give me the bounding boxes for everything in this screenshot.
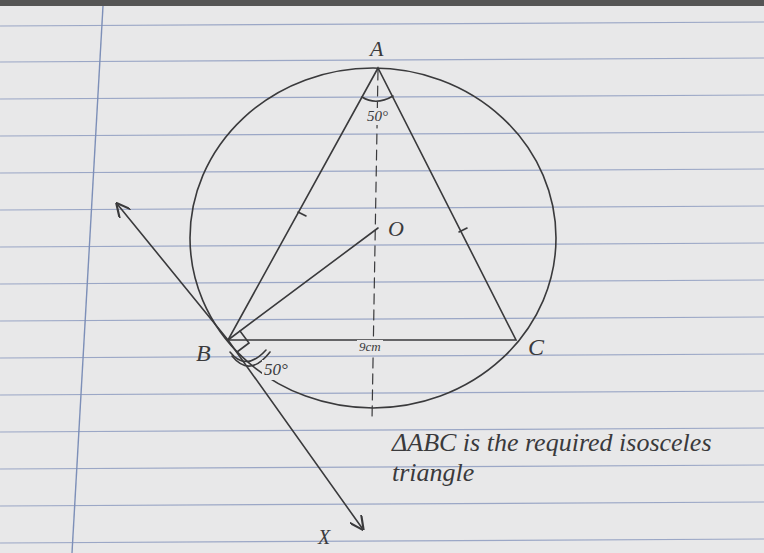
equal-tick (459, 228, 467, 232)
dimension-label: 9cm (357, 340, 383, 355)
vertex-label: A (370, 36, 383, 61)
angle-arc (362, 96, 393, 101)
vertex-label: C (528, 334, 544, 362)
circumcircle (190, 68, 556, 408)
right-angle-mark (237, 331, 249, 352)
note-text: ΔABC is the required isosceles triangle (392, 428, 757, 488)
ray-label: X (318, 526, 330, 549)
equal-tick (298, 212, 306, 216)
triangle-abc (228, 68, 516, 340)
angle-label: 50° (262, 360, 290, 380)
angle-label: 50° (365, 108, 390, 125)
centre-label: O (388, 216, 404, 241)
vertex-label: B (196, 340, 211, 368)
radius-ob (228, 228, 378, 340)
tangent-ray (118, 205, 228, 340)
paper-edge (0, 0, 764, 6)
margin-line (72, 6, 103, 553)
tangent-ray (228, 340, 362, 528)
ruled-lines (0, 22, 764, 543)
